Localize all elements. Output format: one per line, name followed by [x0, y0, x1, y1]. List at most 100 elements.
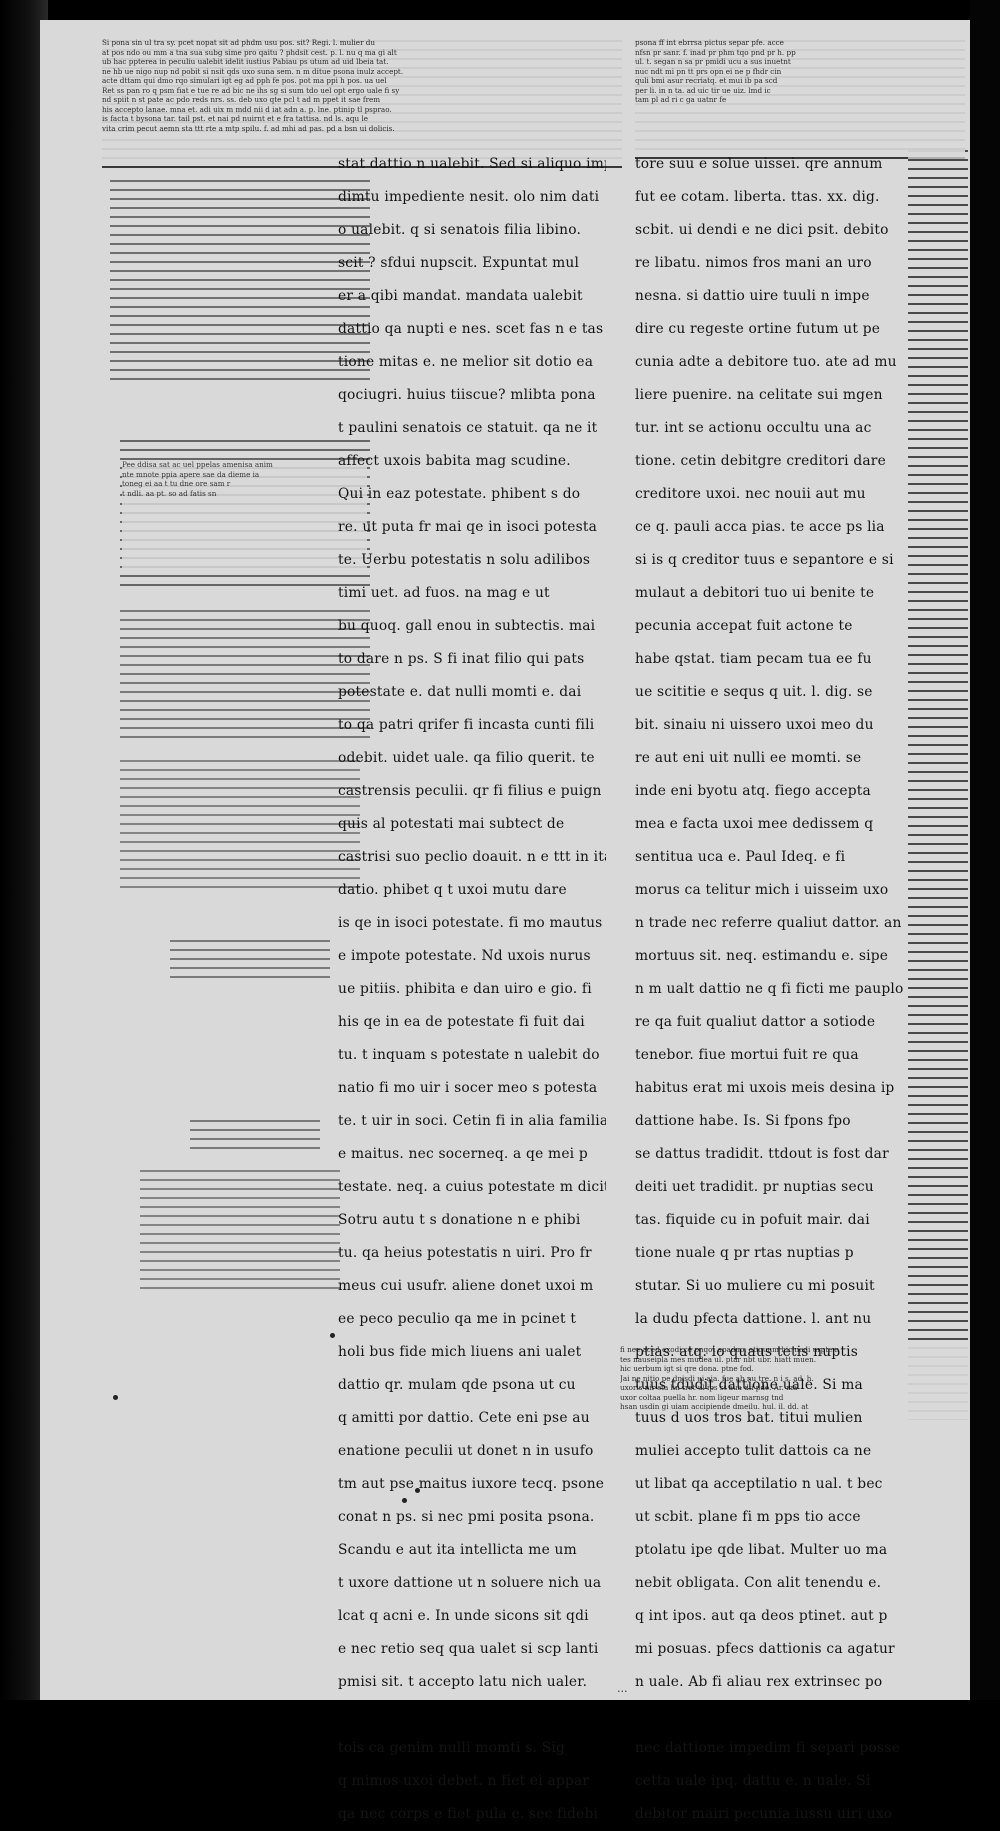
text-line: Qui in eaz potestate. phibent s do	[338, 486, 581, 502]
text-line: tenebor. fiue mortui fuit re qua	[635, 1047, 859, 1063]
text-line: q amitti por dattio. Cete eni pse au	[338, 1410, 590, 1426]
text-line: er a qibi mandat. mandata ualebit	[338, 288, 583, 304]
text-line: stutar. Si uo muliere cu mi posuit	[635, 1278, 875, 1294]
text-line: dattio qa nupti e nes. scet fas n e tas …	[338, 321, 606, 337]
main-text-column-right: tore suu e solue uissei. qre annum fut ee…	[635, 148, 903, 1831]
text-line: dimtu impediente nesit. olo nim dati	[338, 189, 600, 205]
gloss-top-right: psona ff int ebrrsa pictus separ pfe. ac…	[635, 38, 965, 156]
text-line: dattio qr. mulam qde psona ut cu	[338, 1377, 576, 1393]
text-line: inde eni byotu atq. fiego accepta	[635, 783, 871, 799]
text-line: fut ee cotam. liberta. ttas. xx. dig.	[635, 189, 880, 205]
text-line: ce q. pauli acca pias. te acce ps lia	[635, 519, 885, 535]
text-line: pecunia accepat fuit actone te	[635, 618, 853, 634]
text-line: ptolatu ipe qde libat. Multer uo ma	[635, 1542, 888, 1558]
text-line: tu. t inquam s potestate n ualebit do	[338, 1047, 600, 1063]
text-line: bit. sinaiu ni uissero uxoi meo du	[635, 717, 874, 733]
text-line: ptias. atq. io quaus tetis nuptis	[635, 1344, 859, 1360]
text-line: mi posuas. pfecs dattionis ca agatur	[635, 1641, 895, 1657]
text-line: nesna. si dattio uire tuuli n impe	[635, 288, 870, 304]
text-line: q mimos uxoi debet. n fiet ei appar	[338, 1773, 590, 1789]
gloss-top: Si pona sin ul tra sy. pcet nopat sit ad…	[102, 38, 622, 166]
text-line: cetta uale ipq. dattu e. n uale. Si	[635, 1773, 871, 1789]
gloss-fragment-3	[140, 1170, 340, 1290]
text-line: ee peco peculio qa me in pcinet t	[338, 1311, 577, 1327]
text-line: is qe in isoci potestate. fi mo mautus	[338, 915, 603, 931]
text-line: muliei accepto tulit dattois ca ne	[635, 1443, 872, 1459]
text-line: stat dattio n ualebit. Sed si aliquo imp…	[338, 156, 606, 172]
page-edge-bottom	[0, 1700, 1000, 1740]
text-line: debitor mairi pecunia iussu uiri uxo	[635, 1806, 893, 1822]
text-line: tas. fiquide cu in pofuit mair. dai	[635, 1212, 870, 1228]
text-line: ue pitiis. phibita e dan uiro e gio. fi	[338, 981, 592, 997]
text-line: Scandu e aut ita intellicta me um	[338, 1542, 577, 1558]
text-line: odebit. uidet uale. qa filio querit. te	[338, 750, 595, 766]
gloss-left-bottom-dense	[120, 760, 360, 890]
text-line: tuus tdudit dattione uale. Si ma	[635, 1377, 863, 1393]
text-line: t uxore dattione ut n soluere nich ua	[338, 1575, 602, 1591]
text-line: dire cu regeste ortine futum ut pe	[635, 321, 881, 337]
text-line: to qa patri qrifer fi incasta cunti fili	[338, 717, 595, 733]
text-line: tione nuale q pr rtas nuptias p	[635, 1245, 854, 1261]
text-line: habitus erat mi uxois meis desina ip	[635, 1080, 895, 1096]
text-line: his qe in ea de potestate fi fuit dai	[338, 1014, 585, 1030]
ink-dot	[113, 1395, 118, 1400]
text-line: bu quoq. gall enou in subtectis. mai	[338, 618, 596, 634]
manuscript-page: Si pona sin ul tra sy. pcet nopat sit ad…	[40, 20, 1000, 1822]
text-line: deiti uet tradidit. pr nuptias secu	[635, 1179, 874, 1195]
text-line: timi uet. ad fuos. na mag e ut	[338, 585, 550, 601]
text-line: mortuus sit. neq. estimandu e. sipe	[635, 948, 889, 964]
gloss-left-column-dense	[110, 180, 370, 380]
text-line: potestate e. dat nulli momti e. dai	[338, 684, 582, 700]
text-line: habe qstat. tiam pecam tua ee fu	[635, 651, 872, 667]
gloss-right-margin-dense	[908, 150, 968, 1420]
text-line: creditore uxoi. nec nouii aut mu	[635, 486, 866, 502]
gloss-fragment-2	[190, 1120, 320, 1150]
text-line: castrensis peculii. qr fi filius e puign	[338, 783, 602, 799]
text-line: re aut eni uit nulli ee momti. se	[635, 750, 862, 766]
text-line: datio. phibet q t uxoi mutu dare	[338, 882, 567, 898]
text-line: ut libat qa acceptilatio n ual. t bec	[635, 1476, 883, 1492]
text-line: re libatu. nimos fros mani an uro	[635, 255, 872, 271]
text-line: tore suu e solue uissei. qre annum	[635, 156, 883, 172]
text-line: natio fi mo uir i socer meo s potesta	[338, 1080, 598, 1096]
text-line: se dattus tradidit. ttdout is fost dar	[635, 1146, 889, 1162]
text-line: dattione habe. Is. Si fpons fpo	[635, 1113, 851, 1129]
ink-dot	[402, 1498, 407, 1503]
gloss-left-lower-dense	[120, 610, 370, 740]
text-line: re. ut puta fr mai qe in isoci potesta	[338, 519, 598, 535]
text-line: to dare n ps. S fi inat filio qui pats	[338, 651, 585, 667]
text-line: Sotru autu t s donatione n e phibi	[338, 1212, 581, 1228]
text-line: e nec retio seq qua ualet si scp lanti	[338, 1641, 599, 1657]
text-line: tuus d uos tros bat. titui mulien	[635, 1410, 863, 1426]
text-line: quis al potestati mai subtect de	[338, 816, 565, 832]
text-line: te. Uerbu potestatis n solu adilibos	[338, 552, 591, 568]
text-line: affect uxois babita mag scudine.	[338, 453, 571, 469]
text-line: tione mitas e. ne melior sit dotio ea	[338, 354, 594, 370]
text-line: conat n ps. si nec pmi posita psona.	[338, 1509, 595, 1525]
text-line: t paulini senatois ce statuit. qa ne it	[338, 420, 598, 436]
main-text-column-left: stat dattio n ualebit. Sed si aliquo imp…	[338, 148, 606, 1831]
text-line: qa nec corps e fiet pula e. sec fidebi	[338, 1806, 599, 1822]
ink-dot	[330, 1333, 335, 1338]
text-line: tu. qa heius potestatis n uiri. Pro fr	[338, 1245, 592, 1261]
text-line: scbit. ui dendi e ne dici psit. debito	[635, 222, 889, 238]
text-line: ue scititie e sequs q uit. l. dig. se	[635, 684, 873, 700]
text-line: scit ? sfdui nupscit. Expuntat mul	[338, 255, 580, 271]
page-edge-right	[970, 0, 1000, 1740]
text-line: enatione peculii ut donet n in usufo	[338, 1443, 594, 1459]
text-line: tm aut pse maitus iuxore tecq. psone	[338, 1476, 605, 1492]
text-line: o ualebit. q si senatois filia libino.	[338, 222, 582, 238]
text-line: testate. neq. a cuius potestate m dicitu…	[338, 1179, 606, 1195]
text-line: castrisi suo peclio doauit. n e ttt in i…	[338, 849, 606, 865]
text-line: liere puenire. na celitate sui mgen	[635, 387, 883, 403]
text-line: n uale. Ab fi aliau rex extrinsec po	[635, 1674, 883, 1690]
text-line: holi bus fide mich liuens ani ualet	[338, 1344, 582, 1360]
text-line: mulaut a debitori tuo ui benite te	[635, 585, 875, 601]
text-line: n trade nec referre qualiut dattor. an	[635, 915, 902, 931]
text-line: n m ualt dattio ne q fi ficti me pauplo	[635, 981, 903, 997]
text-line: qociugri. huius tiiscue? mlibta pona	[338, 387, 596, 403]
text-line: ut scbit. plane fi m pps tio acce	[635, 1509, 861, 1525]
text-line: re qa fuit qualiut dattor a sotiode	[635, 1014, 876, 1030]
text-line: e maitus. nec socerneq. a qe mei p	[338, 1146, 588, 1162]
gloss-left-middle: Pee ddisa sat ac uel ppelas amenisa anim…	[122, 460, 367, 570]
